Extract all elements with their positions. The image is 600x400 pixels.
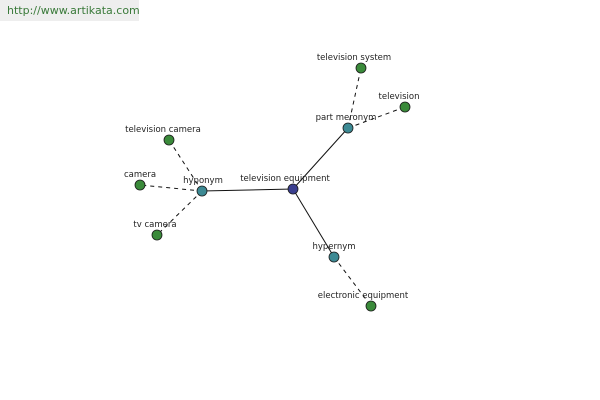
labels-layer: television equipment part meronym hyponym h… xyxy=(124,53,420,301)
node-center[interactable] xyxy=(287,183,299,195)
edge-hyponym-to-tv-camera xyxy=(156,190,203,236)
node-electronic-equipment[interactable] xyxy=(365,300,377,312)
node-hypernym[interactable] xyxy=(328,251,340,263)
edge-hyponym-to-camera xyxy=(139,184,203,192)
source-url[interactable]: http://www.artikata.com xyxy=(0,0,140,21)
label-television-camera: television camera xyxy=(125,125,201,135)
edge-part-meronym-to-television xyxy=(347,106,406,129)
label-television: television xyxy=(379,92,420,102)
label-television-system: television system xyxy=(317,53,391,63)
edge-center-to-hyponym xyxy=(201,188,294,192)
edge-part-meronym-to-television-system xyxy=(347,67,362,129)
label-hyponym: hyponym xyxy=(183,176,223,186)
edges-layer xyxy=(139,67,406,307)
label-camera: camera xyxy=(124,170,156,180)
node-television-camera[interactable] xyxy=(163,134,175,146)
edge-hyponym-to-television-camera xyxy=(168,139,203,192)
label-center: television equipment xyxy=(240,174,330,184)
nodes-layer xyxy=(134,62,411,312)
label-hypernym: hypernym xyxy=(312,242,355,252)
label-part-meronym: part meronym xyxy=(316,113,377,123)
node-television-system[interactable] xyxy=(355,62,367,74)
edge-center-to-part-meronym xyxy=(292,127,349,190)
label-tv-camera: tv camera xyxy=(133,220,176,230)
node-television[interactable] xyxy=(399,101,411,113)
node-part-meronym[interactable] xyxy=(342,122,354,134)
edge-center-to-hypernym xyxy=(292,188,335,258)
label-electronic-equipment: electronic equipment xyxy=(318,291,409,301)
node-camera[interactable] xyxy=(134,179,146,191)
node-hyponym[interactable] xyxy=(196,185,208,197)
edge-hypernym-to-electronic-equipment xyxy=(333,256,372,307)
node-tv-camera[interactable] xyxy=(151,229,163,241)
